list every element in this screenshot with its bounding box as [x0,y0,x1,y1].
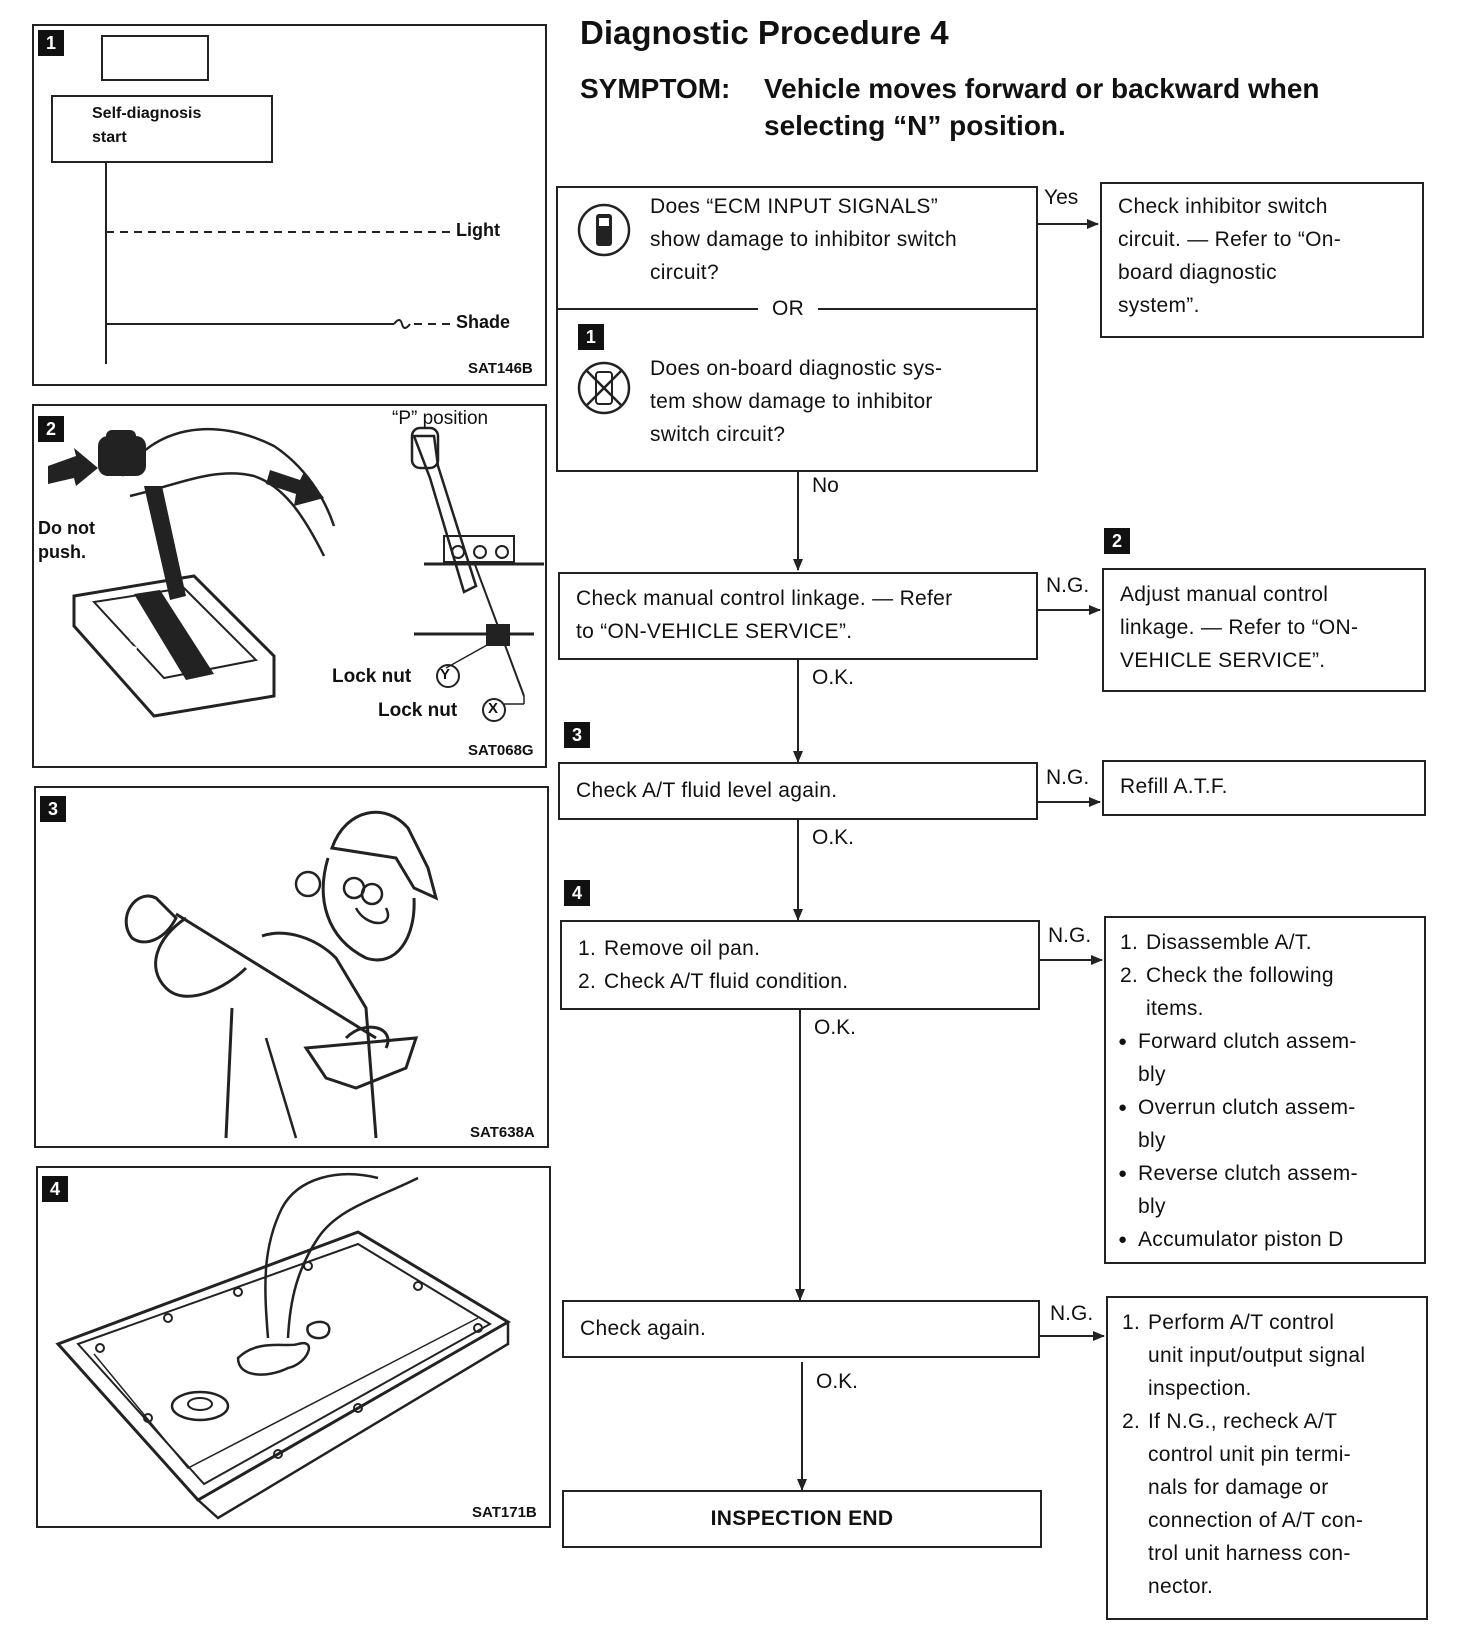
ng-result-adjust-linkage: Adjust manual control linkage. — Refer t… [1102,568,1426,692]
ng-result-disassemble-at: 1.Disassemble A/T. 2.Check the following… [1104,916,1426,1264]
decision-badge-1: 1 [578,324,604,350]
step-check-again: Check again. [562,1300,1040,1358]
ng-label: N.G. [1046,574,1090,597]
panel-3-badge: 3 [40,796,66,822]
yes-result-box: Check inhibitor switch circuit. — Refer … [1100,182,1424,338]
symptom-label: SYMPTOM: [580,73,731,104]
step-check-fluid-level: Check A/T fluid level again. [558,762,1038,820]
no-tester-icon [577,361,631,415]
shade-label: Shade [456,312,511,332]
decision-box-inhibitor-switch: Does “ECM INPUT SIGNALS” show damage to … [556,186,1038,472]
self-diagnosis-start-label: Self-diagnosis start [92,105,202,146]
inspection-end-box: INSPECTION END [562,1490,1042,1548]
page-title: Diagnostic Procedure 4 [580,14,949,51]
shift-lever-illustration [48,426,544,722]
yes-label: Yes [1044,186,1079,209]
ok-label: O.K. [814,1016,857,1039]
ng-label: N.G. [1050,1302,1094,1325]
no-label: No [812,474,839,497]
light-label: Light [456,220,500,240]
decision-question-2: Does on-board diagnostic sys- tem show d… [650,357,943,446]
figure-panel-2: 2 PRND21 “P” position Do not [32,404,547,768]
ng-label: N.G. [1046,766,1090,789]
panel-4-badge: 4 [42,1176,68,1202]
ok-label: O.K. [812,826,855,849]
oil-pan-illustration [55,1173,511,1520]
ok-label: O.K. [812,666,855,689]
figure-code: SAT171B [472,1504,537,1521]
figure-code: SAT638A [470,1124,535,1141]
figure-code: SAT146B [468,360,533,377]
symptom-line-2: selecting “N” position. [764,110,1066,141]
ng-result-refill-atf: Refill A.T.F. [1102,760,1426,816]
figure-code: SAT068G [468,742,534,759]
step-3-badge: 3 [564,722,590,748]
figure-panel-3: 3 SAT638A [34,786,549,1148]
panel-2-badge: 2 [38,416,64,442]
y-mark: Y [440,666,451,683]
step-4-badge: 4 [564,880,590,906]
figure-panel-4: 4 SAT171B [36,1166,551,1528]
step-check-linkage: Check manual control linkage. — Refer to… [558,572,1038,660]
step-remove-oil-pan: 1.Remove oil pan. 2.Check A/T fluid cond… [560,920,1040,1010]
consult-tester-icon [577,203,631,257]
do-not-push-label: Do not push. [38,518,95,562]
step-2-badge: 2 [1104,528,1130,554]
ng-label: N.G. [1048,924,1092,947]
or-label: OR [758,292,819,325]
p-position-label: “P” position [392,408,489,429]
self-diagnosis-timing-chart [51,35,454,364]
figure-panel-1: 1 Self-diagnosis start Light Shade SAT14… [32,24,547,386]
x-mark: X [488,700,499,717]
panel-1-badge: 1 [38,30,64,56]
lock-nut-x-label: Lock nut [378,700,458,721]
symptom-line-1: Vehicle moves forward or backward when [764,73,1320,104]
ok-label: O.K. [816,1370,859,1393]
mechanic-checking-fluid-illustration [124,810,439,1139]
decision-question-1: Does “ECM INPUT SIGNALS” show damage to … [650,195,957,284]
lock-nut-y-label: Lock nut [332,666,412,687]
